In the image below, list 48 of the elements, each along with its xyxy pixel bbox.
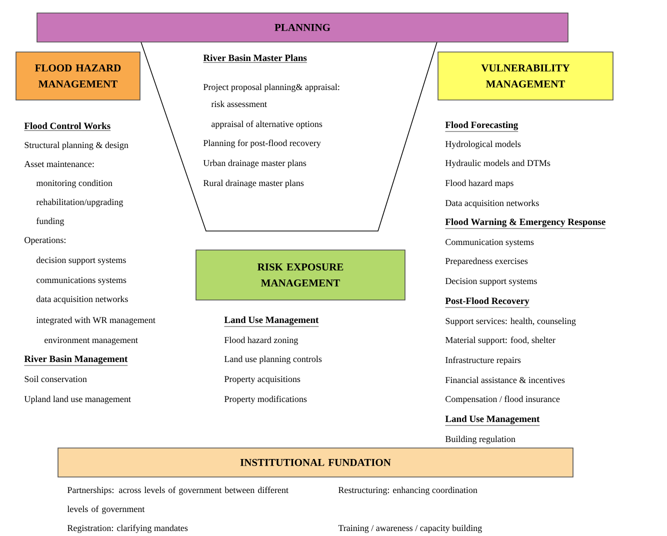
- list-item: monitoring condition: [36, 180, 112, 188]
- list-item: rehabilitation/upgrading: [36, 198, 124, 207]
- list-item: Support services: health, counseling: [446, 318, 576, 326]
- list-item: risk assessment: [211, 100, 267, 108]
- list-item: Soil conservation: [24, 376, 87, 382]
- list-item: Compensation / flood insurance: [446, 396, 560, 404]
- section-heading: River Basin Management: [24, 355, 128, 366]
- list-item: Urban drainage master plans: [203, 160, 306, 168]
- section-heading: Land Use Management: [224, 316, 319, 327]
- list-item: Asset maintenance:: [24, 161, 94, 168]
- list-item: Preparedness exercises: [445, 258, 528, 266]
- list-item: Operations:: [24, 237, 66, 245]
- list-item: Upland land use management: [24, 396, 131, 404]
- list-item: Decision support systems: [445, 278, 537, 286]
- section-heading: Flood Control Works: [24, 122, 111, 131]
- section-heading: Post-Flood Recovery: [445, 297, 530, 308]
- list-item: data acquisition networks: [36, 296, 128, 304]
- list-item: environment management: [44, 337, 138, 345]
- list-item: Registration: clarifying mandates: [67, 524, 188, 533]
- list-item: Land use planning controls: [224, 356, 322, 364]
- list-item: Planning for post-flood recovery: [203, 140, 321, 148]
- list-item: integrated with WR management: [36, 316, 156, 325]
- list-item: communications systems: [36, 277, 126, 285]
- list-item: Project proposal planning& appraisal:: [203, 84, 340, 92]
- list-item: Financial assistance & incentives: [445, 376, 565, 384]
- list-item: Property acquisitions: [224, 376, 300, 384]
- title-box: FLOOD HAZARD MANAGEMENT: [16, 52, 140, 100]
- list-item: decision support systems: [36, 256, 126, 265]
- list-item: Rural drainage master plans: [203, 180, 304, 188]
- section-heading: Flood Warning & Emergency Response: [445, 218, 606, 229]
- list-item: Property modifications: [224, 396, 307, 404]
- list-item: appraisal of alternative options: [212, 120, 322, 129]
- list-item: Partnerships: across levels of government between different levels of government: [67, 486, 288, 514]
- title-box: RISK EXPOSURE MANAGEMENT: [196, 250, 406, 300]
- section-heading: Flood Forecasting: [445, 121, 518, 132]
- title-box: VULNERABILITY MANAGEMENT: [438, 52, 614, 100]
- list-item: Restructuring: enhancing coordination: [338, 486, 478, 495]
- list-item: Structural planning & design: [24, 142, 128, 150]
- list-item: Material support: food, shelter: [445, 336, 556, 345]
- list-item: funding: [36, 218, 64, 226]
- list-item: Infrastructure repairs: [446, 356, 521, 365]
- list-item: Communication systems: [446, 239, 534, 247]
- list-item: Training / awareness / capacity building: [338, 524, 482, 533]
- section-heading: Land Use Management: [445, 415, 540, 426]
- title-box: PLANNING: [36, 12, 568, 42]
- section-heading: River Basin Master Plans: [203, 54, 308, 63]
- list-item: Flood hazard zoning: [224, 336, 298, 345]
- title-box: INSTITUTIONAL FUNDATION: [58, 448, 574, 478]
